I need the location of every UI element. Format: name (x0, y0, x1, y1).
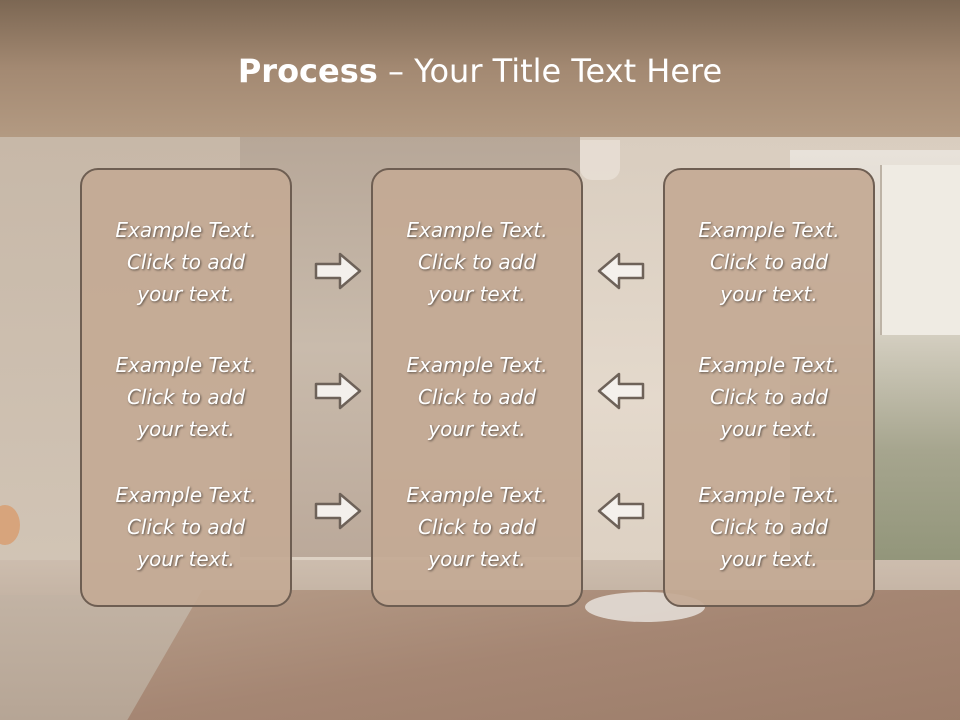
wood-countertop (110, 590, 960, 720)
column-text[interactable]: Example Text. Click to add your text. (115, 483, 257, 571)
arrow-right-icon (314, 372, 362, 410)
kitchen-window-pane (880, 165, 960, 335)
process-column-center[interactable]: Example Text. Click to add your text. Ex… (371, 168, 583, 607)
arrow-left-icon (597, 492, 645, 530)
arrow-left-icon (597, 372, 645, 410)
column-text[interactable]: Example Text. Click to add your text. (406, 353, 548, 441)
column-text[interactable]: Example Text. Click to add your text. (115, 218, 257, 306)
column-text[interactable]: Example Text. Click to add your text. (698, 353, 840, 441)
process-column-right[interactable]: Example Text. Click to add your text. Ex… (663, 168, 875, 607)
column-text[interactable]: Example Text. Click to add your text. (115, 353, 257, 441)
column-text[interactable]: Example Text. Click to add your text. (406, 218, 548, 306)
pendant-light (580, 140, 620, 180)
arrow-right-icon (314, 252, 362, 290)
title-bold: Process (237, 52, 378, 90)
arrow-right-icon (314, 492, 362, 530)
column-text[interactable]: Example Text. Click to add your text. (698, 218, 840, 306)
title-rest: – Your Title Text Here (377, 52, 723, 90)
arrow-left-icon (597, 252, 645, 290)
column-text[interactable]: Example Text. Click to add your text. (406, 483, 548, 571)
title-bar: Process – Your Title Text Here (0, 0, 960, 137)
process-column-left[interactable]: Example Text. Click to add your text. Ex… (80, 168, 292, 607)
slide-title[interactable]: Process – Your Title Text Here (0, 52, 960, 90)
fruit-bowl (0, 505, 20, 545)
column-text[interactable]: Example Text. Click to add your text. (698, 483, 840, 571)
